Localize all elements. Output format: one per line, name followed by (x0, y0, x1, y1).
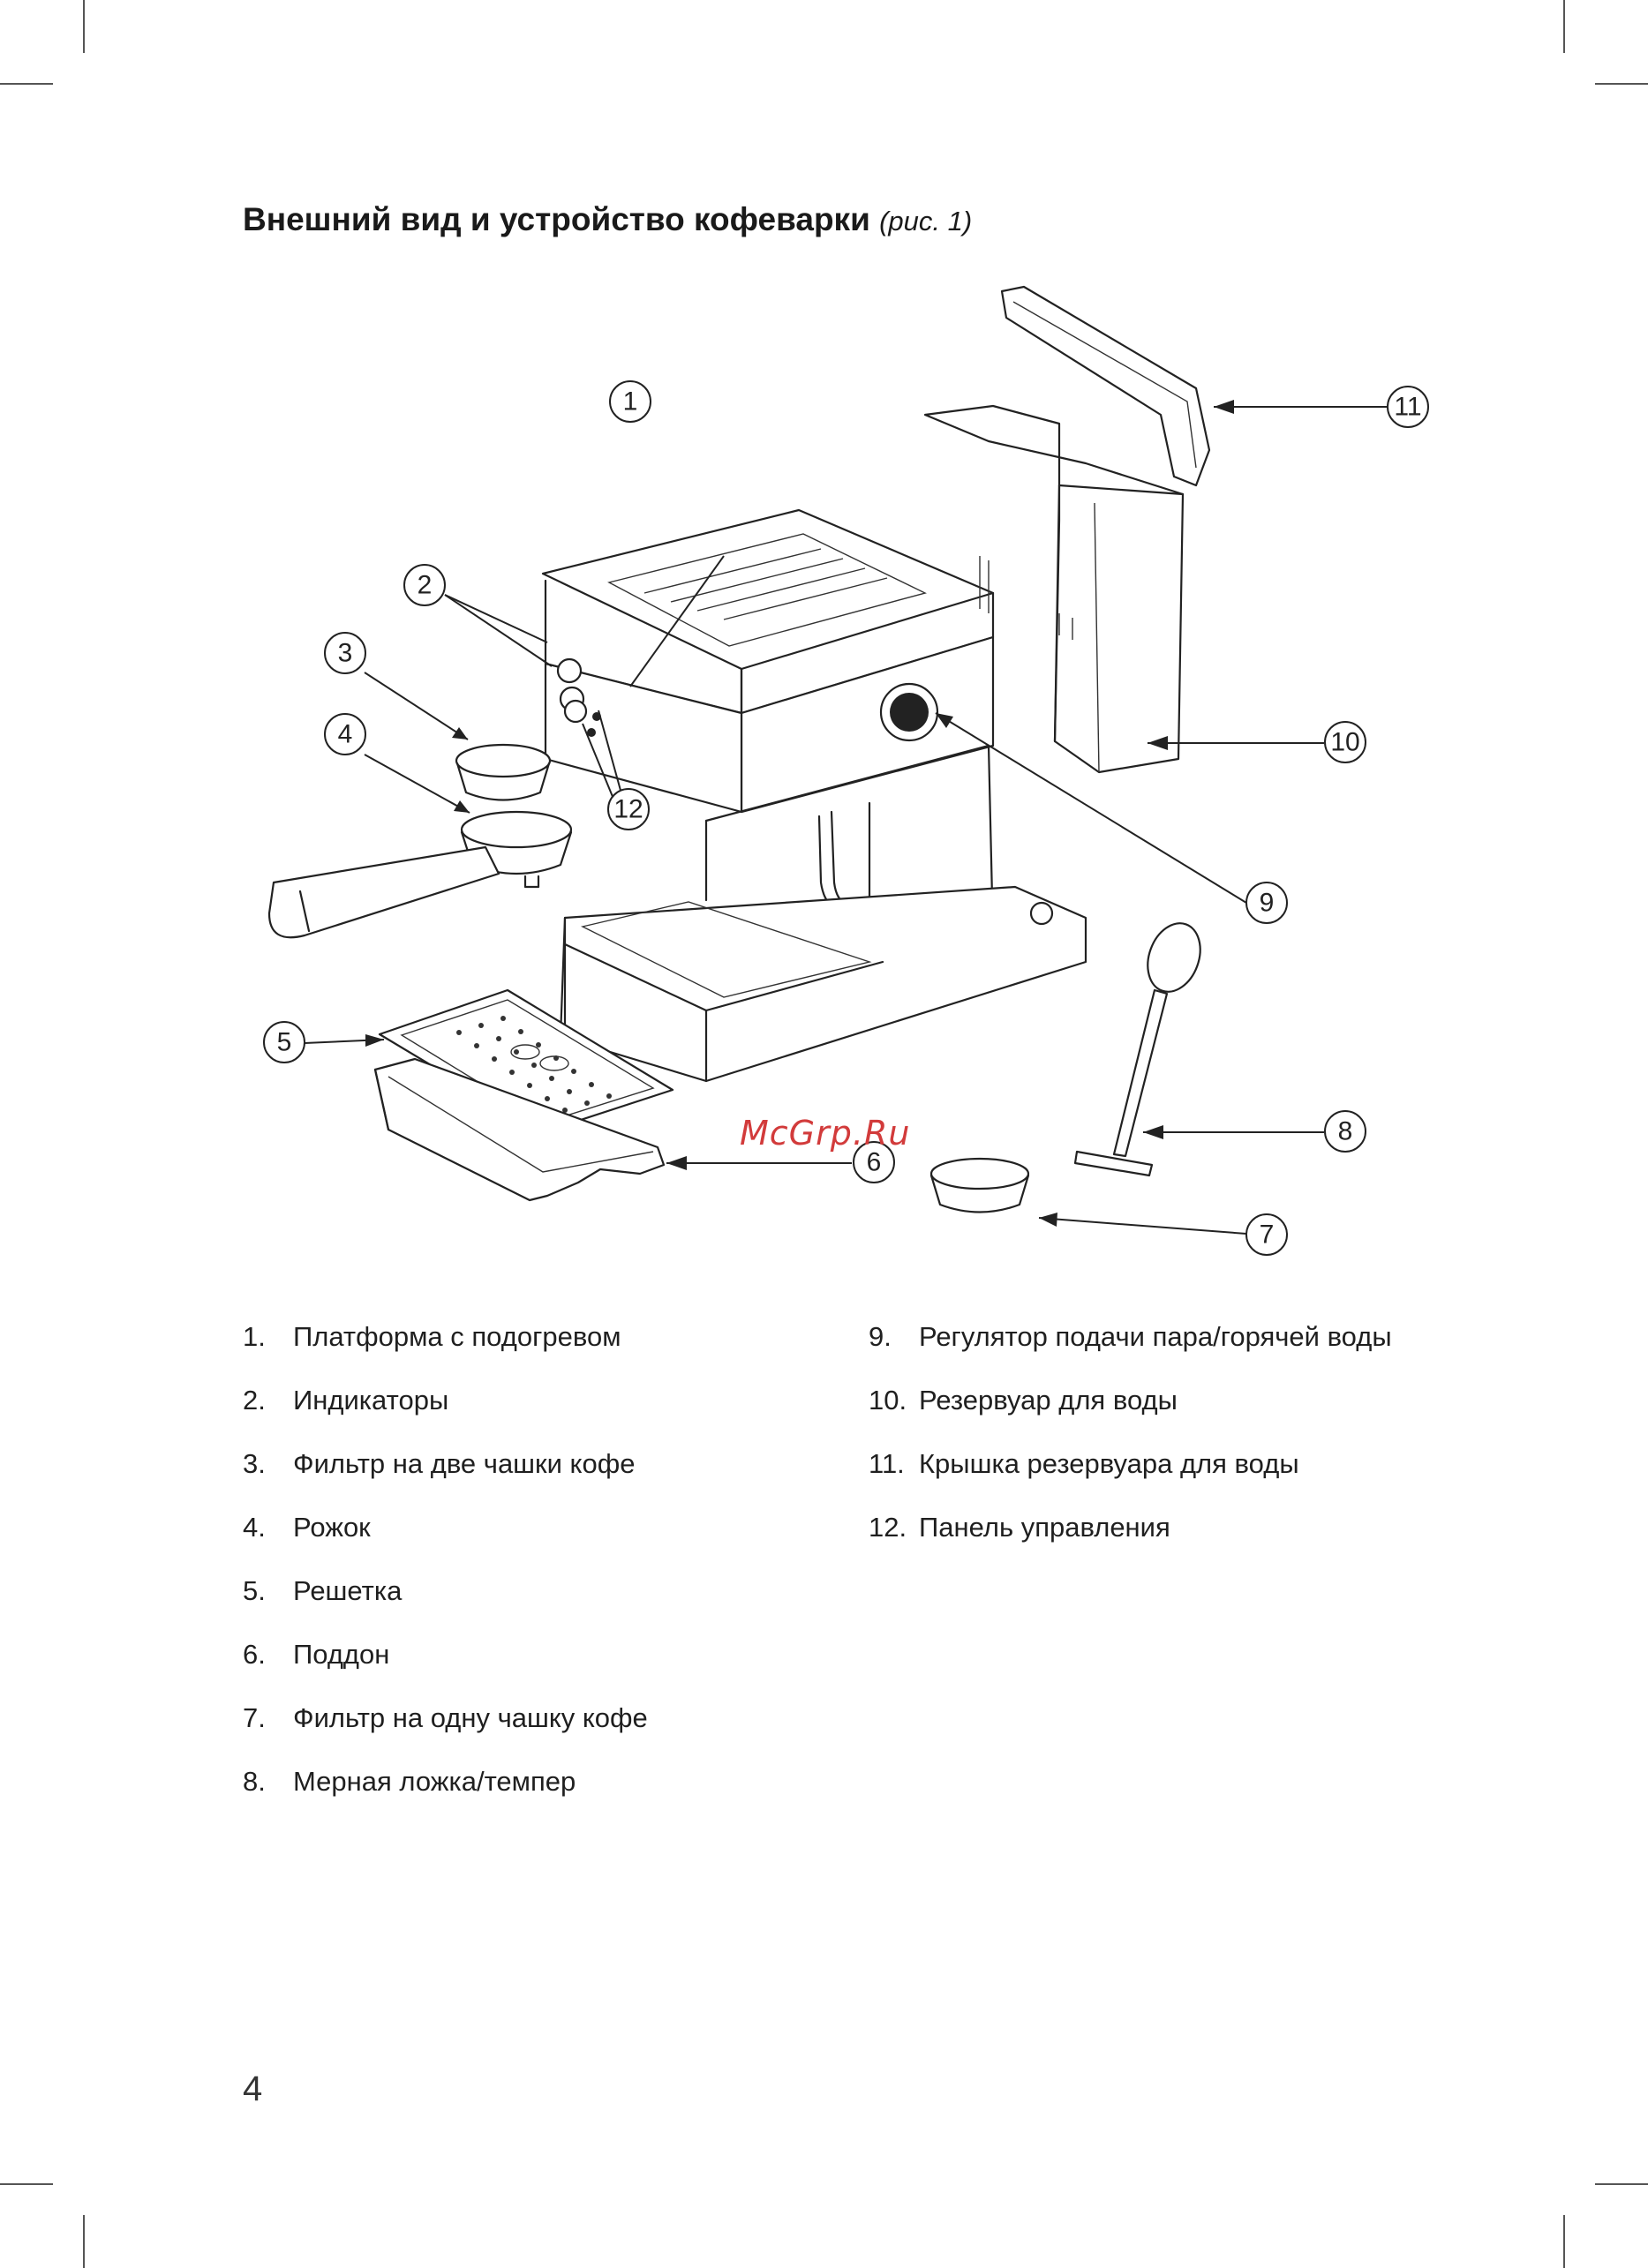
crop-mark-bottom-left (83, 2215, 85, 2268)
item-number: 7. (243, 1702, 266, 1733)
svg-text:12: 12 (613, 795, 643, 824)
svg-text:6: 6 (867, 1148, 882, 1177)
item-label: Регулятор подачи пара/горячей воды (919, 1321, 1392, 1352)
base-tray-drawing (559, 885, 1087, 1083)
coffee-machine-diagram: 1 2 3 4 5 6 7 8 9 10 11 12 (263, 285, 1429, 1256)
item-label: Решетка (293, 1575, 403, 1606)
svg-text:1: 1 (623, 387, 638, 417)
watermark-text: McGrp.Ru (740, 1114, 911, 1153)
heated-platform-drawing (541, 508, 995, 715)
svg-text:3: 3 (338, 639, 353, 668)
item-number: 10. (869, 1385, 907, 1416)
list-item: 9. Регулятор подачи пара/горячей воды (869, 1305, 1539, 1369)
item-label: Поддон (293, 1639, 390, 1670)
list-item: 1. Платформа с подогревом (243, 1305, 808, 1369)
list-item: 4. Рожок (243, 1496, 808, 1559)
list-item: 12. Панель управления (869, 1496, 1539, 1559)
svg-text:8: 8 (1338, 1117, 1353, 1146)
item-number: 12. (869, 1512, 907, 1543)
list-item: 7. Фильтр на одну чашку кофе (243, 1686, 808, 1750)
item-label: Крышка резервуара для воды (919, 1448, 1299, 1479)
svg-text:4: 4 (338, 720, 353, 749)
leader-arrowheads (365, 400, 1234, 1227)
crop-mark-bottom-left-h (0, 2183, 53, 2185)
svg-text:7: 7 (1260, 1220, 1275, 1250)
svg-text:10: 10 (1330, 728, 1359, 757)
list-item: 8. Мерная ложка/темпер (243, 1750, 808, 1814)
parts-list-right: 9. Регулятор подачи пара/горячей воды 10.… (869, 1305, 1539, 1559)
crop-mark-top-right (1563, 0, 1565, 53)
item-label: Панель управления (919, 1512, 1170, 1543)
callout-3: 3 (324, 632, 366, 674)
page-title: Внешний вид и устройство кофеварки (рис.… (243, 201, 972, 238)
svg-text:5: 5 (277, 1028, 292, 1057)
list-item: 3. Фильтр на две чашки кофе (243, 1432, 808, 1496)
crop-mark-bottom-right-h (1595, 2183, 1648, 2185)
crop-mark-bottom-right (1563, 2215, 1565, 2268)
callout-7: 7 (1245, 1213, 1288, 1256)
callout-8: 8 (1324, 1110, 1366, 1153)
list-item: 5. Решетка (243, 1559, 808, 1623)
item-label: Резервуар для воды (919, 1385, 1178, 1416)
item-label: Фильтр на одну чашку кофе (293, 1702, 648, 1733)
figure-reference: (рис. 1) (879, 206, 973, 237)
callout-6: 6 (853, 1141, 895, 1183)
item-number: 11. (869, 1448, 905, 1479)
crop-mark-top-left-h (0, 83, 53, 85)
list-item: 6. Поддон (243, 1623, 808, 1686)
item-number: 2. (243, 1385, 266, 1416)
callout-12: 12 (607, 788, 650, 830)
svg-text:2: 2 (418, 571, 433, 600)
measuring-spoon-drawing (1073, 922, 1201, 1177)
item-label: Фильтр на две чашки кофе (293, 1448, 636, 1479)
item-label: Платформа с подогревом (293, 1321, 621, 1352)
list-item: 10. Резервуар для воды (869, 1369, 1539, 1432)
page-title-text: Внешний вид и устройство кофеварки (243, 201, 870, 237)
item-label: Мерная ложка/темпер (293, 1766, 576, 1797)
callout-5: 5 (263, 1021, 305, 1063)
page-number: 4 (243, 2069, 263, 2108)
tank-lid-drawing (1000, 285, 1211, 487)
svg-text:9: 9 (1260, 889, 1275, 918)
item-number: 3. (243, 1448, 266, 1479)
leader-lines (304, 406, 1388, 1235)
item-label: Рожок (293, 1512, 371, 1543)
drip-tray-drawing (373, 1057, 666, 1202)
callout-1: 1 (609, 380, 651, 423)
item-number: 8. (243, 1766, 266, 1797)
callout-9: 9 (1245, 882, 1288, 924)
callout-11: 11 (1387, 386, 1429, 428)
callout-2: 2 (403, 564, 446, 606)
item-label: Индикаторы (293, 1385, 449, 1416)
single-cup-filter-drawing (929, 1157, 1030, 1213)
parts-list-left: 1. Платформа с подогревом 2. Индикаторы 3.… (243, 1305, 808, 1814)
list-item: 11. Крышка резервуара для воды (869, 1432, 1539, 1496)
callout-4: 4 (324, 713, 366, 755)
water-tank-drawing (923, 404, 1185, 774)
item-number: 6. (243, 1639, 266, 1670)
item-number: 1. (243, 1321, 266, 1352)
crop-mark-top-left (83, 0, 85, 53)
callout-10: 10 (1324, 721, 1366, 763)
svg-text:11: 11 (1394, 393, 1421, 422)
item-number: 4. (243, 1512, 266, 1543)
crop-mark-top-right-h (1595, 83, 1648, 85)
portafilter-drawing (267, 743, 573, 939)
item-number: 9. (869, 1321, 892, 1352)
drip-grid-drawing (378, 988, 674, 1134)
item-number: 5. (243, 1575, 266, 1606)
list-item: 2. Индикаторы (243, 1369, 808, 1432)
